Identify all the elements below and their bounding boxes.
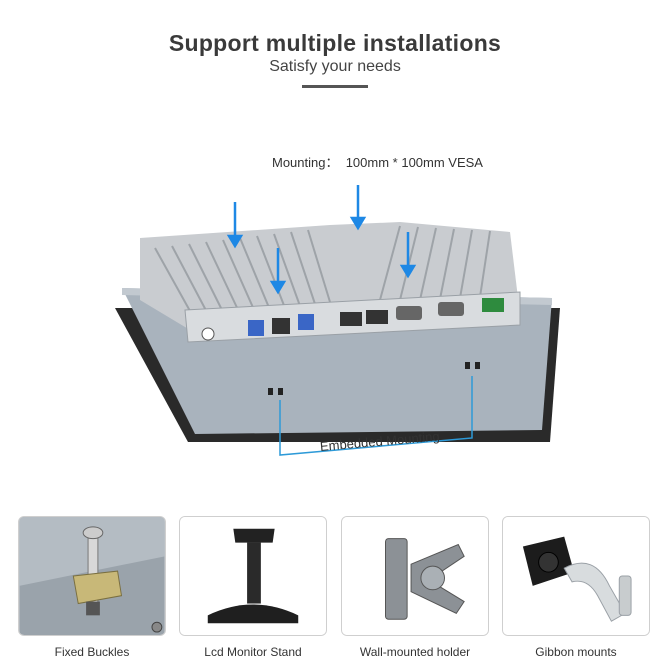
lan-port-icon — [366, 310, 388, 324]
lan-port-icon — [340, 312, 362, 326]
serial-port-icon — [396, 306, 422, 320]
fixed-buckle-icon — [19, 517, 165, 635]
option-card-lcd-monitor-stand[interactable] — [179, 516, 327, 636]
title-underline — [302, 85, 368, 88]
caption-gibbon-mounts: Gibbon mounts — [535, 645, 617, 659]
product-rear-view — [100, 180, 580, 480]
usb-port-icon — [248, 320, 264, 336]
page-subtitle: Satisfy your needs — [269, 58, 401, 75]
usb-port-icon — [298, 314, 314, 330]
power-terminal-icon — [482, 298, 504, 312]
caption-lcd-monitor-stand: Lcd Monitor Stand — [204, 645, 302, 659]
monitor-stand-icon — [180, 517, 326, 635]
lan-port-icon — [272, 318, 290, 334]
caption-wall-mounted-holder: Wall-mounted holder — [359, 645, 471, 659]
mounting-label: Mounting： 100mm * 100mm VESA — [272, 155, 483, 170]
caption-fixed-buckles: Fixed Buckles — [54, 645, 130, 659]
page-title: Support multiple installations — [168, 30, 502, 56]
option-card-fixed-buckles[interactable] — [18, 516, 166, 636]
wall-mount-icon — [342, 517, 488, 635]
gibbon-mount-icon — [503, 517, 649, 635]
option-card-wall-mounted-holder[interactable] — [341, 516, 489, 636]
option-card-gibbon-mounts[interactable] — [502, 516, 650, 636]
serial-port-icon — [438, 302, 464, 316]
power-button-icon — [201, 327, 215, 341]
